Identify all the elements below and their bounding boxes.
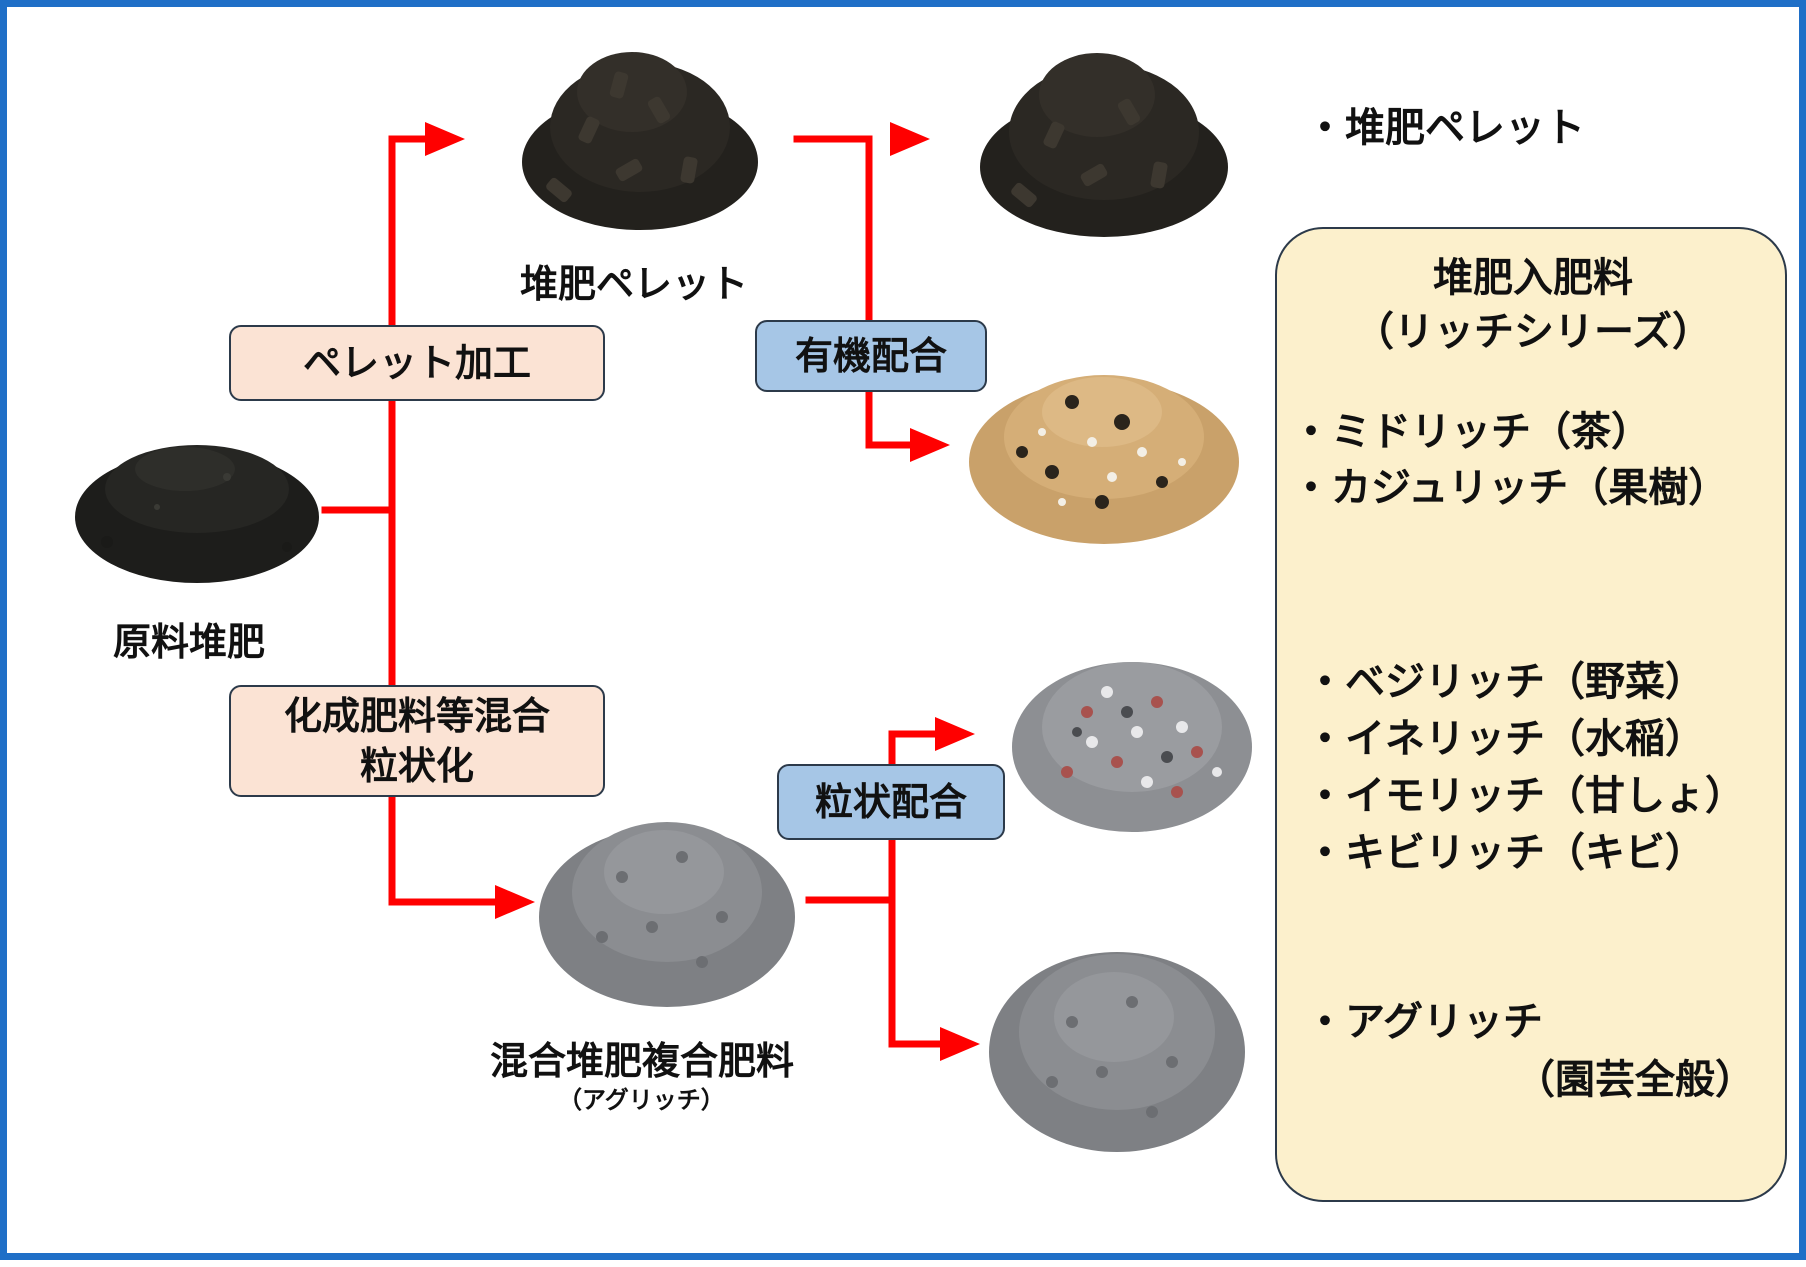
arrowhead: [890, 122, 930, 156]
compost-pellet-label: 堆肥ペレット: [520, 262, 749, 306]
raw-compost-pile-image: [75, 445, 319, 583]
granular-blending-label: 粒状配合: [814, 780, 967, 824]
colored-granule-pile-image: [1012, 662, 1252, 832]
pellet-output-pile-image: [980, 53, 1228, 237]
chemical-mixing-label-line2: 粒状化: [359, 744, 474, 788]
mixed-compound-fertilizer-label: 混合堆肥複合肥料: [490, 1039, 795, 1083]
raw-compost-label: 原料堆肥: [113, 620, 266, 664]
organic-blending-label: 有機配合: [794, 334, 947, 378]
arrowhead: [425, 122, 465, 156]
panel-title-line1: 堆肥入肥料: [1433, 255, 1633, 301]
chemical-mixing-box: 化成肥料等混合 粒状化: [229, 685, 605, 797]
chemical-mixing-label-line1: 化成肥料等混合: [283, 694, 550, 738]
product-item-inerich: ・イネリッチ（水稲）: [1305, 716, 1705, 762]
product-item-agririch: ・アグリッチ: [1305, 999, 1543, 1045]
product-item-kibirich: ・キビリッチ（キビ）: [1305, 830, 1705, 876]
product-item-agririch-use: （園芸全般）: [1515, 1057, 1755, 1103]
pellet-processing-label: ペレット加工: [302, 341, 531, 385]
granular-blending-box: 粒状配合: [777, 764, 1005, 840]
compost-pellet-pile-image: [522, 52, 758, 230]
pellet-processing-box: ペレット加工: [229, 325, 605, 401]
product-item-midorich: ・ミドリッチ（茶）: [1291, 409, 1651, 455]
pellet-output-item: ・堆肥ペレット: [1305, 105, 1585, 151]
panel-title-line2: （リッチシリーズ）: [1354, 309, 1712, 355]
agririch-sub-label: （アグリッチ）: [558, 1086, 725, 1114]
rich-series-panel: 堆肥入肥料 （リッチシリーズ） ・ミドリッチ（茶） ・カジュリッチ（果樹） ・ベ…: [1275, 227, 1787, 1202]
product-item-kajurich: ・カジュリッチ（果樹）: [1291, 465, 1729, 511]
flow-arrows: [321, 122, 980, 1061]
product-item-vegerich: ・ベジリッチ（野菜）: [1305, 659, 1705, 705]
organic-blending-box: 有機配合: [755, 320, 987, 392]
organic-blend-pile-image: [969, 375, 1239, 544]
arrowhead: [940, 1027, 980, 1061]
gray-granule-pile-image: [989, 952, 1245, 1152]
product-item-imorich: ・イモリッチ（甘しょ）: [1305, 773, 1745, 819]
arrowhead: [495, 885, 535, 919]
mixed-compound-granule-pile-image: [539, 822, 795, 1007]
arrowhead: [910, 428, 950, 462]
arrowhead: [935, 717, 975, 751]
